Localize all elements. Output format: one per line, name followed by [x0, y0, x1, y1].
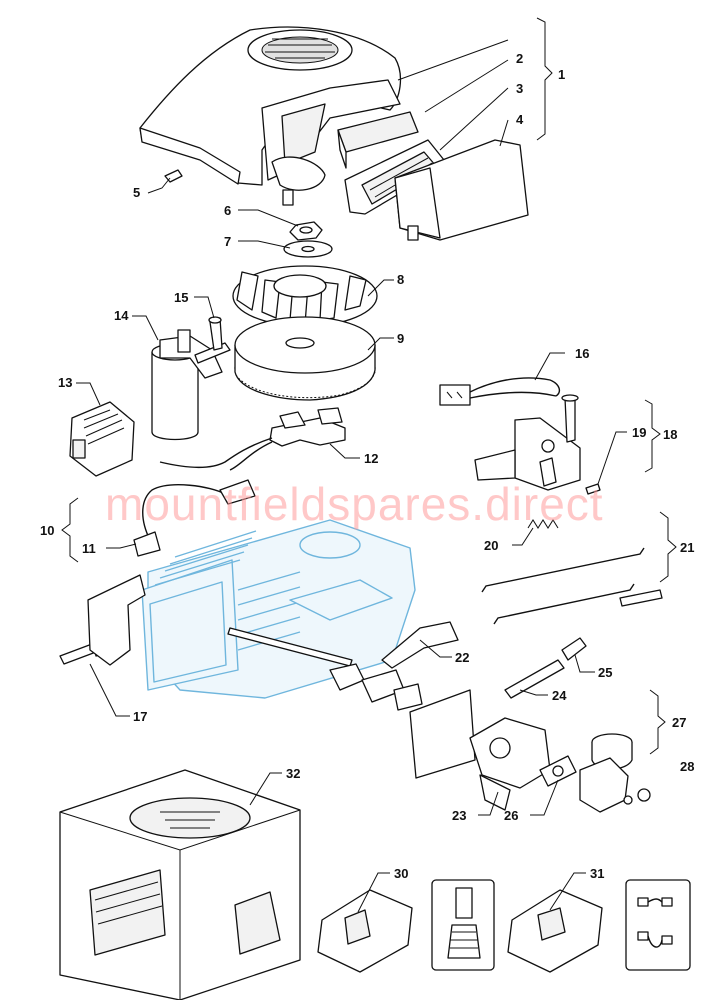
wiring-harness[interactable]: [439, 377, 561, 406]
callout-7: 7: [224, 234, 231, 249]
governor-linkage-rods[interactable]: [481, 547, 663, 625]
callout-12: 12: [364, 451, 378, 466]
manifold-nuts[interactable]: [623, 788, 651, 805]
callout-23: 23: [452, 808, 466, 823]
callout-25: 25: [598, 665, 612, 680]
bracket-group-21: [659, 511, 677, 583]
callout-30: 30: [394, 866, 408, 881]
callout-27: 27: [672, 715, 686, 730]
housing-screw[interactable]: [164, 169, 183, 183]
callout-16: 16: [575, 346, 589, 361]
carburettor-gasket[interactable]: [539, 755, 577, 787]
carburettor-heat-shield[interactable]: [409, 689, 476, 779]
kit-bag-31[interactable]: [507, 879, 691, 973]
ignition-coil[interactable]: [159, 407, 346, 471]
engine-baffle[interactable]: [87, 574, 146, 666]
flywheel[interactable]: [234, 316, 376, 401]
fuel-filter[interactable]: [561, 637, 587, 661]
flywheel-washer[interactable]: [283, 240, 333, 258]
fuel-hose[interactable]: [504, 659, 565, 699]
callout-31: 31: [590, 866, 604, 881]
flywheel-nut[interactable]: [289, 221, 323, 241]
throttle-screw[interactable]: [585, 483, 601, 495]
throttle-control-bracket[interactable]: [474, 394, 581, 491]
callout-21: 21: [680, 540, 694, 555]
callout-13: 13: [58, 375, 72, 390]
leader-lines: [76, 39, 627, 913]
carburettor[interactable]: [469, 717, 551, 811]
callout-9: 9: [397, 331, 404, 346]
callout-24: 24: [552, 688, 567, 703]
bracket-group-10: [61, 497, 79, 563]
callout-numbers: 1 2 3 4 5 6 7 8 9 10 11 12 13 14 15 16 1…: [40, 51, 694, 881]
callout-2: 2: [516, 51, 523, 66]
blower-housing[interactable]: [139, 26, 402, 206]
callout-15: 15: [174, 290, 188, 305]
bracket-group-1: [536, 17, 553, 141]
bracket-group-27: [649, 689, 666, 755]
fan[interactable]: [232, 265, 378, 327]
governor-spring[interactable]: [527, 519, 559, 529]
engine-block: [141, 519, 416, 699]
intake-manifold[interactable]: [579, 733, 633, 813]
bracket-group-18: [644, 399, 661, 473]
callout-6: 6: [224, 203, 231, 218]
air-filter-cover[interactable]: [394, 139, 529, 241]
starter-motor[interactable]: [151, 329, 231, 441]
callout-28: 28: [680, 759, 694, 774]
callout-8: 8: [397, 272, 404, 287]
callout-1: 1: [558, 67, 565, 82]
breather-hose[interactable]: [381, 621, 459, 669]
callout-4: 4: [516, 112, 524, 127]
watermark: mountfieldspares.direct: [105, 478, 604, 530]
callout-11: 11: [82, 541, 96, 556]
callout-32: 32: [286, 766, 300, 781]
ignition-lead[interactable]: [133, 479, 256, 557]
callout-22: 22: [455, 650, 469, 665]
voltage-regulator[interactable]: [69, 401, 135, 477]
complete-engine-package[interactable]: [59, 769, 301, 1000]
intake-gaskets[interactable]: [329, 663, 423, 711]
callout-3: 3: [516, 81, 523, 96]
air-filter-pre-cleaner[interactable]: [337, 111, 419, 169]
starter-bolt[interactable]: [208, 316, 223, 351]
callout-5: 5: [133, 185, 140, 200]
callout-26: 26: [504, 808, 518, 823]
callout-10: 10: [40, 523, 54, 538]
callout-20: 20: [484, 538, 498, 553]
callout-17: 17: [133, 709, 147, 724]
callout-14: 14: [114, 308, 129, 323]
callout-18: 18: [663, 427, 677, 442]
kit-bag-30[interactable]: [317, 879, 495, 973]
callout-19: 19: [632, 425, 646, 440]
